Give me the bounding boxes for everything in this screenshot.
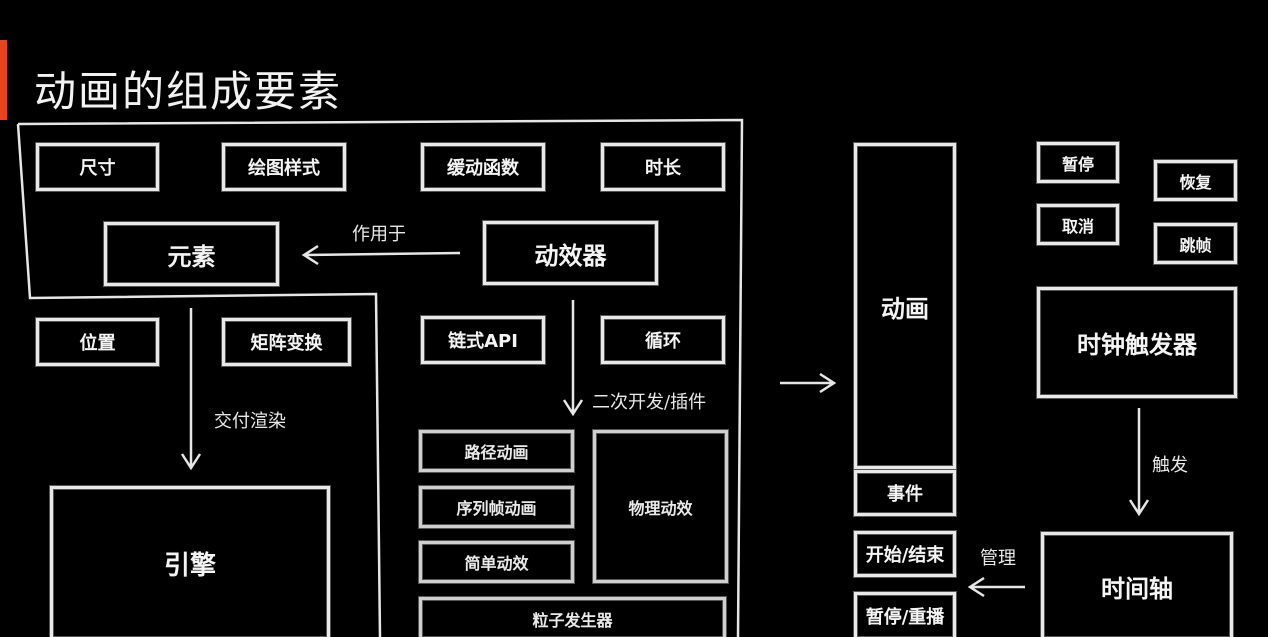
plugin-arrow	[562, 300, 584, 417]
jump-frame-box: 跳帧	[1154, 223, 1237, 264]
particle-box: 粒子发生器	[419, 597, 726, 637]
pause-replay-box: 暂停/重播	[854, 592, 956, 637]
start-end-box: 开始/结束	[854, 531, 956, 577]
manage-label: 管理	[980, 548, 1016, 569]
title-accent-bar	[0, 40, 7, 120]
page-title: 动画的组成要素	[34, 67, 343, 116]
clock-trigger-box: 时钟触发器	[1037, 287, 1237, 398]
render-arrow	[180, 308, 202, 471]
loop-box: 循环	[601, 316, 725, 364]
manage-arrow	[967, 576, 1025, 598]
position-box: 位置	[36, 318, 159, 366]
element-box: 元素	[104, 222, 279, 286]
sprite-anim-box: 序列帧动画	[419, 486, 574, 528]
engine-box: 引擎	[50, 486, 330, 637]
animation-box: 动画	[854, 143, 956, 469]
draw-style-box: 绘图样式	[222, 143, 346, 191]
timeline-box: 时间轴	[1041, 532, 1233, 637]
duration-box: 时长	[601, 143, 725, 191]
pause-box: 暂停	[1037, 142, 1119, 183]
cancel-box: 取消	[1037, 204, 1119, 245]
easing-box: 缓动函数	[421, 143, 545, 191]
path-anim-box: 路径动画	[419, 430, 574, 472]
chain-api-box: 链式API	[421, 316, 545, 364]
trigger-label: 触发	[1152, 455, 1188, 476]
matrix-box: 矩阵变换	[222, 318, 351, 366]
physics-anim-box: 物理动效	[593, 430, 728, 583]
acts-on-label: 作用于	[352, 224, 406, 245]
event-box: 事件	[854, 470, 956, 516]
acts-on-arrow	[301, 244, 461, 266]
size-box: 尺寸	[36, 143, 159, 191]
render-label: 交付渲染	[214, 411, 286, 432]
to-animation-arrow	[780, 372, 837, 394]
secondary-dev-label: 二次开发/插件	[592, 392, 707, 413]
resume-box: 恢复	[1154, 160, 1237, 201]
group-outline	[16, 118, 744, 637]
animator-box: 动效器	[483, 221, 658, 285]
simple-anim-box: 简单动效	[419, 541, 574, 583]
trigger-arrow	[1128, 408, 1150, 517]
